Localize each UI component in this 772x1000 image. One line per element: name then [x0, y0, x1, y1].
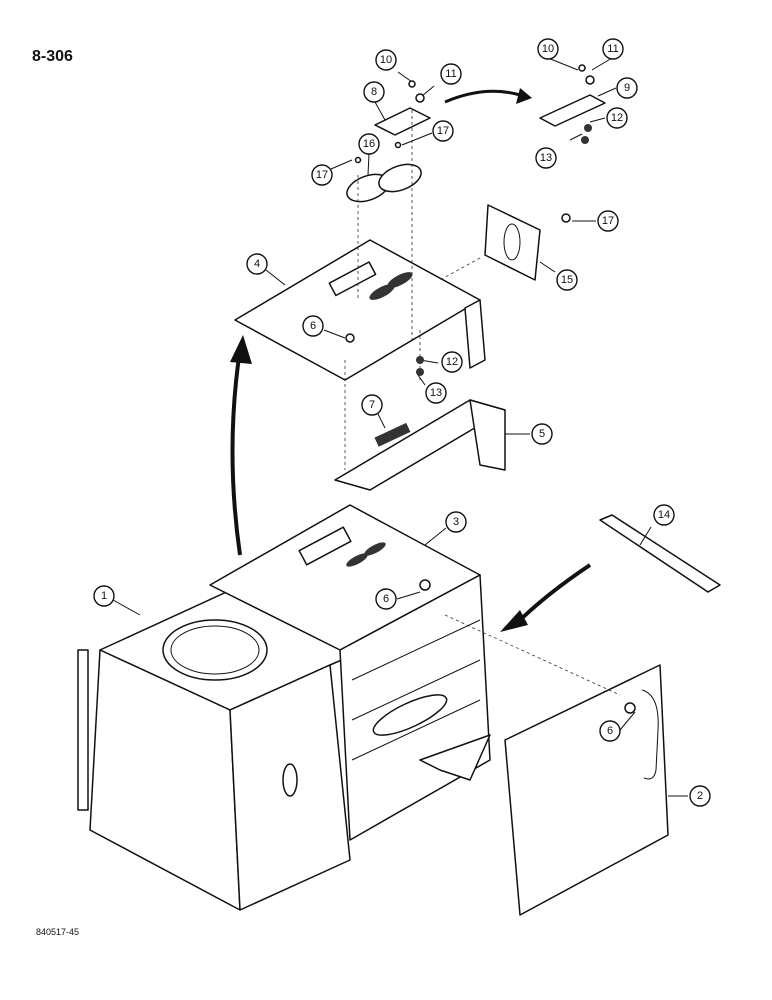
callout-1: 1	[93, 585, 115, 607]
fasteners	[345, 64, 636, 714]
movement-arrows	[230, 88, 592, 632]
callout-label: 17	[602, 215, 614, 227]
drawing-code: 840517-45	[36, 927, 80, 937]
callout-13a: 13	[535, 147, 557, 169]
callout-11b: 11	[602, 38, 624, 60]
callout-label: 10	[380, 54, 392, 66]
callout-label: 1	[101, 590, 107, 602]
callout-label: 4	[254, 258, 260, 270]
callout-label: 6	[310, 320, 316, 332]
part-4-top-plate	[234, 239, 486, 381]
callout-label: 5	[539, 428, 545, 440]
callout-label: 2	[697, 790, 703, 802]
part-16-gaskets	[346, 163, 422, 203]
part-7-clip	[374, 422, 411, 447]
callout-label: 13	[540, 152, 552, 164]
callout-label: 12	[611, 112, 623, 124]
callout-7: 7	[361, 394, 383, 416]
callout-label: 6	[607, 725, 613, 737]
part-2-side-cover	[504, 664, 669, 916]
part-15-plate	[484, 204, 541, 281]
callout-label: 11	[445, 68, 456, 80]
callout-label: 6	[383, 593, 389, 605]
callout-label: 12	[446, 356, 458, 368]
callout-label: 17	[437, 125, 449, 137]
callout-label: 17	[316, 169, 328, 181]
callout-label: 9	[624, 82, 630, 94]
callout-6a: 6	[302, 315, 324, 337]
part-8-clamp	[374, 107, 431, 136]
callout-label: 11	[607, 43, 618, 55]
callout-4: 4	[246, 253, 268, 275]
callout-8: 8	[363, 81, 385, 103]
part-3-box-frame	[209, 504, 491, 841]
callout-label: 8	[371, 86, 377, 98]
page-number: 8-306	[32, 48, 73, 65]
callout-11a: 11	[440, 63, 462, 85]
callout-12a: 12	[606, 107, 628, 129]
callout-label: 14	[658, 509, 670, 521]
callout-17b: 17	[432, 120, 454, 142]
callout-10b: 10	[537, 38, 559, 60]
part-5-bracket	[334, 399, 506, 491]
callout-16: 16	[358, 133, 380, 155]
callout-12b: 12	[441, 351, 463, 373]
callout-15: 15	[556, 269, 578, 291]
callout-label: 15	[561, 274, 573, 286]
callout-label: 16	[363, 138, 375, 150]
callout-label: 10	[542, 43, 554, 55]
callout-6c: 6	[599, 720, 621, 742]
callout-17a: 17	[311, 164, 333, 186]
callout-6b: 6	[375, 588, 397, 610]
callout-3: 3	[445, 511, 467, 533]
callout-17c: 17	[597, 210, 619, 232]
callout-label: 13	[430, 387, 442, 399]
callout-14: 14	[653, 504, 675, 526]
part-9-clamp	[539, 94, 606, 127]
callout-13b: 13	[425, 382, 447, 404]
callout-label: 3	[453, 516, 459, 528]
callout-2: 2	[689, 785, 711, 807]
callout-9: 9	[616, 77, 638, 99]
callout-label: 7	[369, 399, 375, 411]
callout-10a: 10	[375, 49, 397, 71]
assembly-lines	[344, 110, 621, 696]
callout-5: 5	[531, 423, 553, 445]
part-14-strip	[599, 514, 721, 593]
